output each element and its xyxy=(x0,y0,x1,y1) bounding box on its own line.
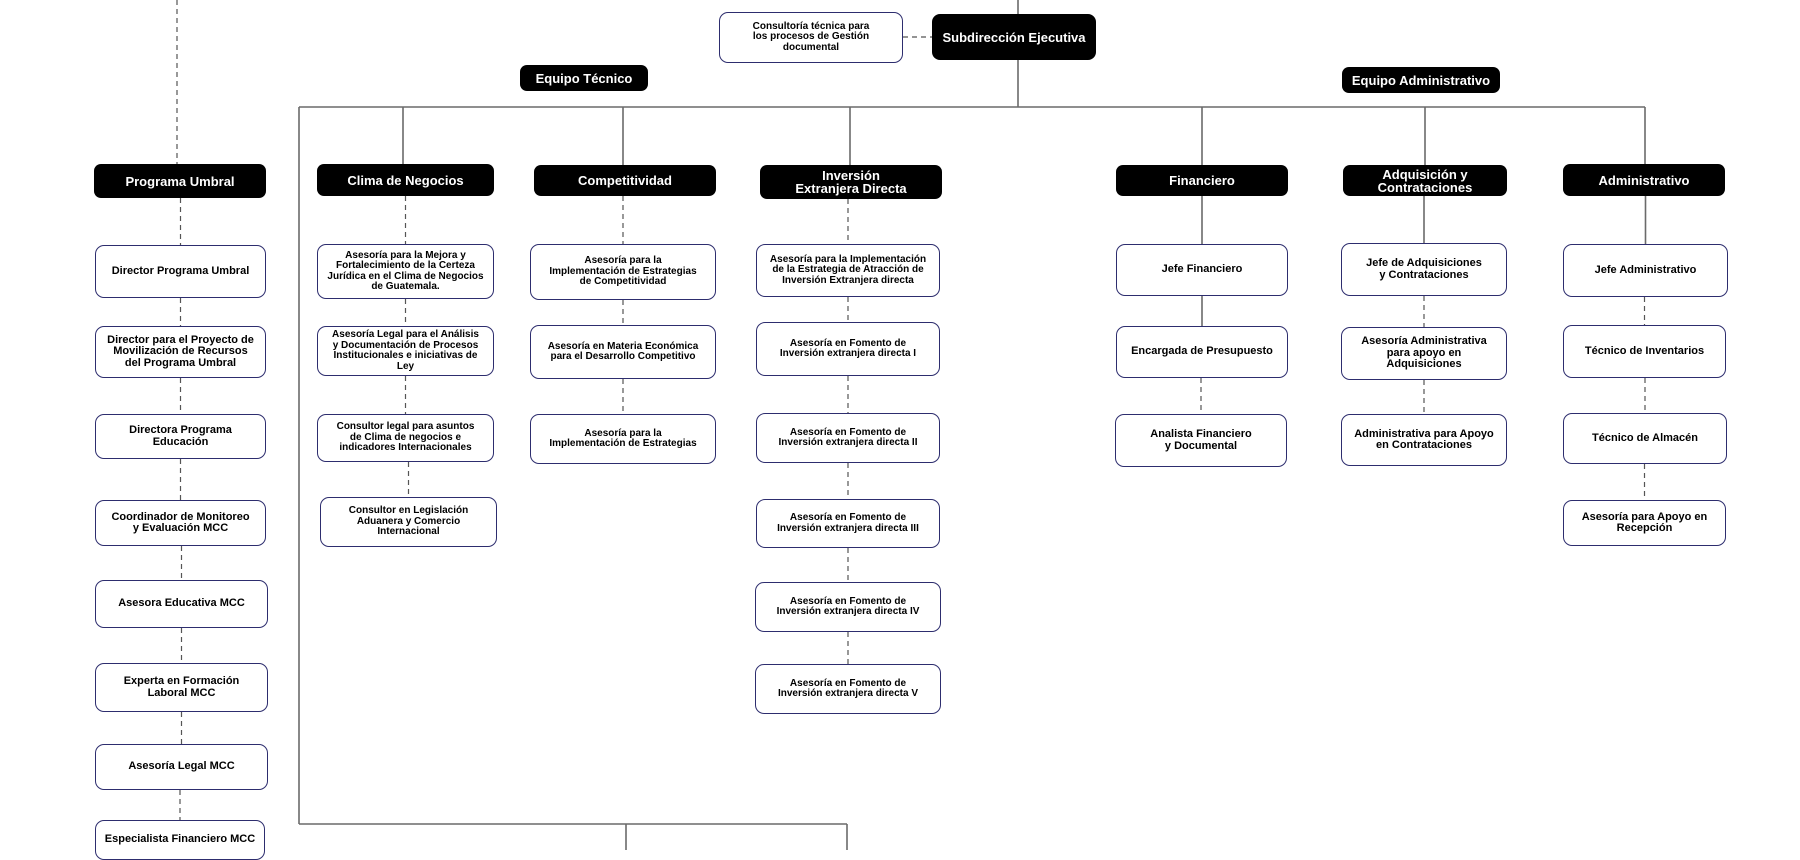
node-financiero-1: Jefe Financiero xyxy=(1116,244,1288,296)
node-inversion-extranjera-directa-4: Asesoría en Fomento de Inversión extranj… xyxy=(756,499,940,548)
node-administrativo-3: Técnico de Almacén xyxy=(1563,413,1727,464)
node-competitividad-2: Asesoría en Materia Económica para el De… xyxy=(530,325,716,379)
header-competitividad: Competitividad xyxy=(534,165,716,196)
node-clima-de-negocios-1: Asesoría para la Mejora y Fortalecimient… xyxy=(317,244,494,299)
label-equipo-tecnico: Equipo Técnico xyxy=(520,65,648,91)
node-inversion-extranjera-directa-5: Asesoría en Fomento de Inversión extranj… xyxy=(755,582,941,632)
node-programa-umbral-1: Director Programa Umbral xyxy=(95,245,266,298)
header-administrativo: Administrativo xyxy=(1563,164,1725,196)
node-programa-umbral-5: Asesora Educativa MCC xyxy=(95,580,268,628)
node-adquisicion-y-contrataciones-1: Jefe de Adquisiciones y Contrataciones xyxy=(1341,243,1507,296)
node-administrativo-4: Asesoría para Apoyo en Recepción xyxy=(1563,500,1726,546)
node-competitividad-3: Asesoría para la Implementación de Estra… xyxy=(530,414,716,464)
node-programa-umbral-7: Asesoría Legal MCC xyxy=(95,744,268,790)
node-consultoria-gestion-documental: Consultoría técnica para los procesos de… xyxy=(719,12,903,63)
node-clima-de-negocios-2: Asesoría Legal para el Análisis y Docume… xyxy=(317,326,494,376)
node-inversion-extranjera-directa-1: Asesoría para la Implementación de la Es… xyxy=(756,244,940,297)
node-inversion-extranjera-directa-3: Asesoría en Fomento de Inversión extranj… xyxy=(756,413,940,463)
header-financiero: Financiero xyxy=(1116,165,1288,196)
node-administrativo-2: Técnico de Inventarios xyxy=(1563,325,1726,378)
node-adquisicion-y-contrataciones-3: Administrativa para Apoyo en Contratacio… xyxy=(1341,414,1507,466)
node-subdireccion-ejecutiva: Subdirección Ejecutiva xyxy=(932,14,1096,60)
node-programa-umbral-6: Experta en Formación Laboral MCC xyxy=(95,663,268,712)
node-programa-umbral-4: Coordinador de Monitoreo y Evaluación MC… xyxy=(95,500,266,546)
node-adquisicion-y-contrataciones-2: Asesoría Administrativa para apoyo en Ad… xyxy=(1341,327,1507,380)
header-programa-umbral: Programa Umbral xyxy=(94,164,266,198)
header-inversion-extranjera-directa: Inversión Extranjera Directa xyxy=(760,165,942,199)
node-administrativo-1: Jefe Administrativo xyxy=(1563,244,1728,297)
node-financiero-3: Analista Financiero y Documental xyxy=(1115,414,1287,467)
node-financiero-2: Encargada de Presupuesto xyxy=(1116,326,1288,378)
node-programa-umbral-2: Director para el Proyecto de Movilizació… xyxy=(95,326,266,378)
node-programa-umbral-3: Directora Programa Educación xyxy=(95,414,266,459)
node-clima-de-negocios-4: Consultor en Legislación Aduanera y Come… xyxy=(320,497,497,547)
node-inversion-extranjera-directa-2: Asesoría en Fomento de Inversión extranj… xyxy=(756,322,940,376)
header-adquisicion-y-contrataciones: Adquisición y Contrataciones xyxy=(1343,165,1507,196)
node-programa-umbral-8: Especialista Financiero MCC xyxy=(95,820,265,860)
node-competitividad-1: Asesoría para la Implementación de Estra… xyxy=(530,244,716,300)
header-clima-de-negocios: Clima de Negocios xyxy=(317,164,494,196)
node-clima-de-negocios-3: Consultor legal para asuntos de Clima de… xyxy=(317,414,494,462)
label-equipo-administrativo: Equipo Administrativo xyxy=(1342,67,1500,93)
node-inversion-extranjera-directa-6: Asesoría en Fomento de Inversión extranj… xyxy=(755,664,941,714)
